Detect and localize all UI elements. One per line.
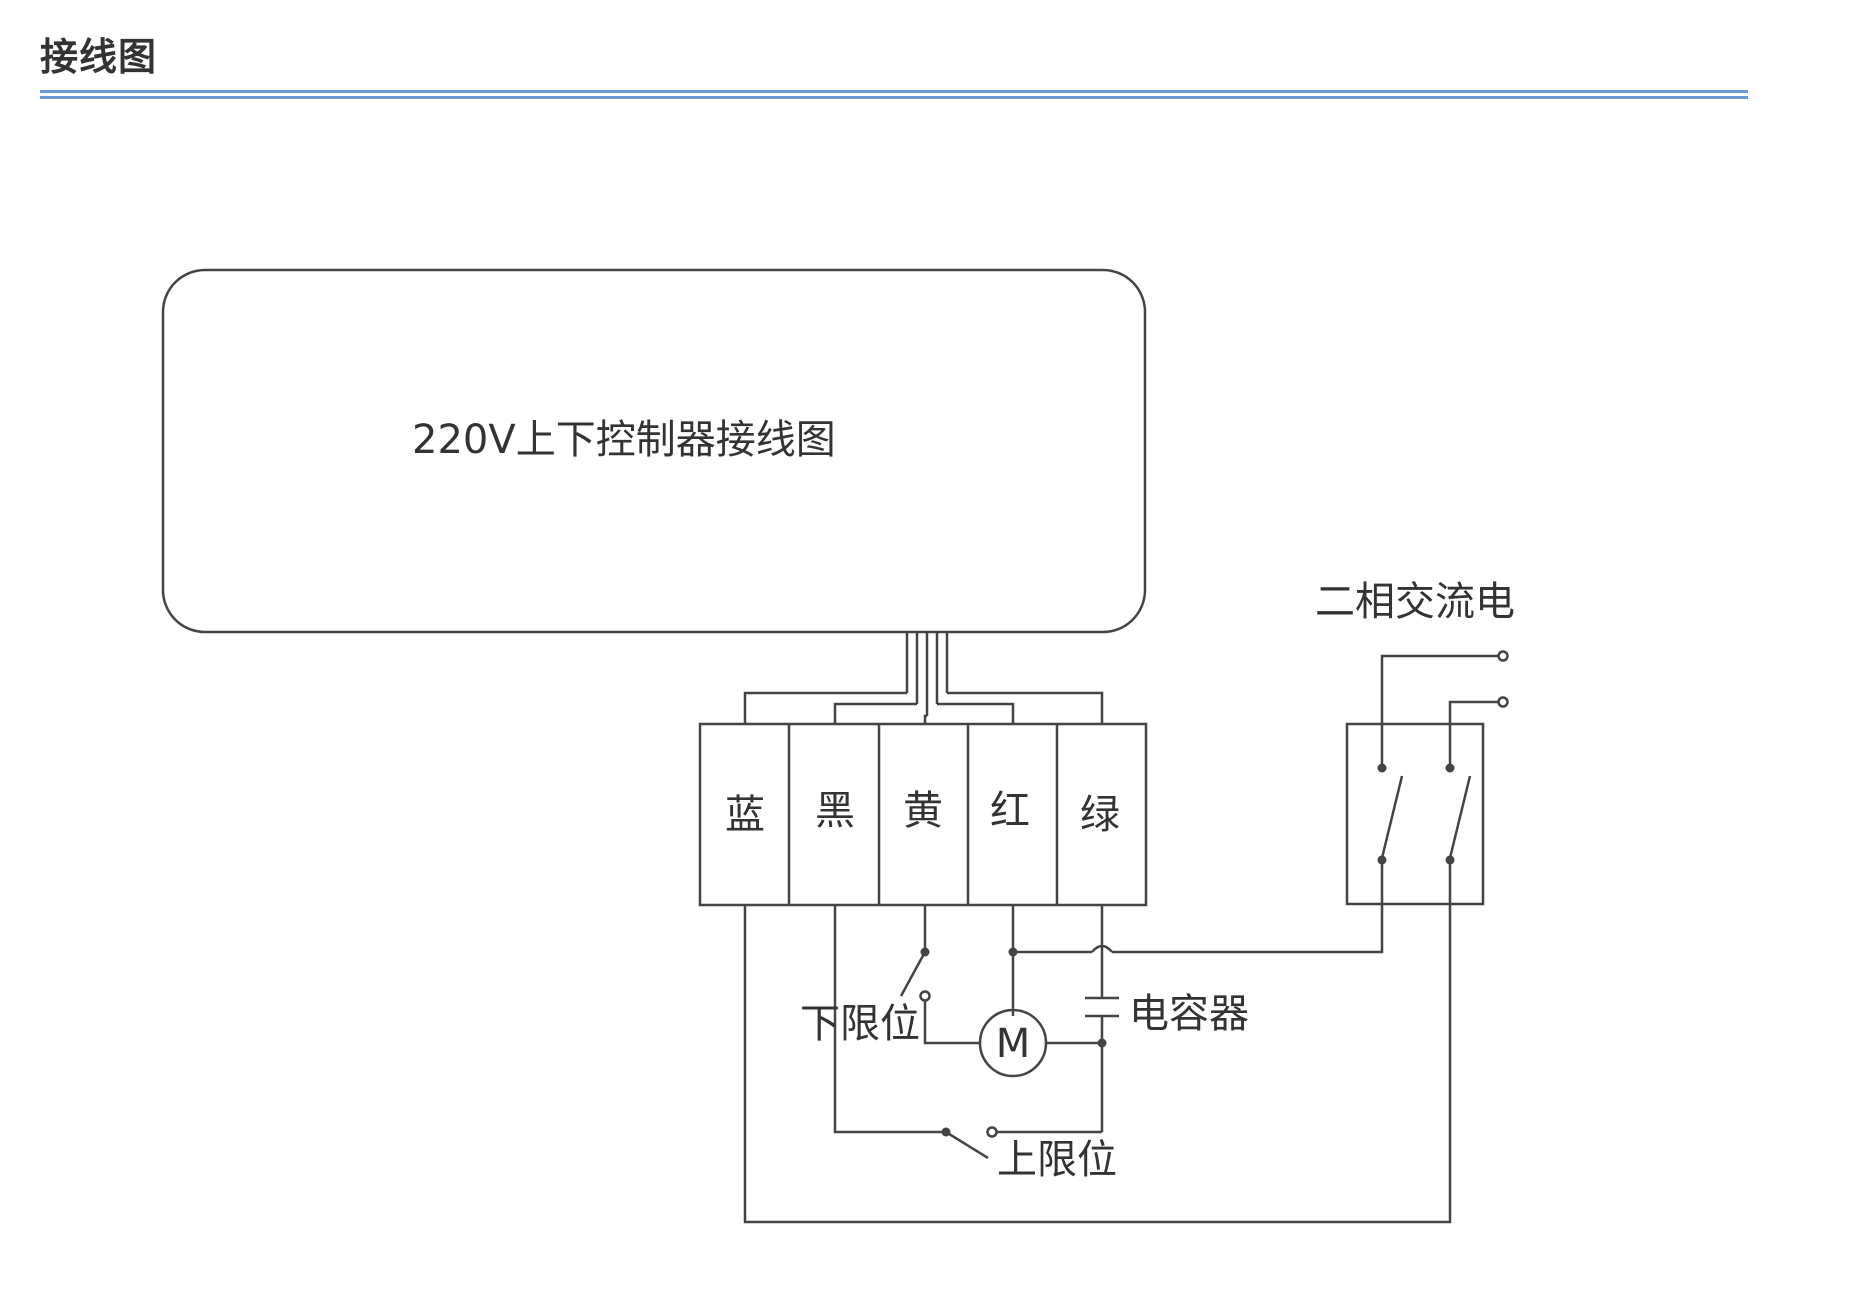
circuit-wiring — [743, 862, 1452, 1224]
motor-label: M — [996, 1021, 1031, 1067]
terminal-red-label: 红 — [990, 788, 1030, 834]
terminal-yellow-label: 黄 — [903, 788, 943, 834]
terminal-black-label: 黑 — [815, 788, 855, 834]
power-label: 二相交流电 — [1315, 579, 1515, 625]
motor-symbol — [978, 1008, 1048, 1078]
terminal-block — [698, 722, 1148, 907]
title-rule-bottom — [40, 96, 1748, 99]
lower-limit-label: 下限位 — [800, 1001, 920, 1047]
page-title: 接线图 — [40, 35, 158, 79]
terminal-green-label: 绿 — [1080, 792, 1120, 838]
controller-label: 220V上下控制器接线图 — [412, 417, 836, 463]
cable-bundle — [743, 632, 1104, 724]
terminal-blue-label: 蓝 — [725, 792, 765, 838]
junction-dots — [919, 947, 1107, 1138]
power-switch — [1345, 650, 1509, 906]
title-rule-top — [40, 90, 1748, 93]
capacitor-label: 电容器 — [1129, 991, 1249, 1037]
upper-limit-label: 上限位 — [997, 1137, 1117, 1183]
controller-box — [161, 268, 1147, 634]
